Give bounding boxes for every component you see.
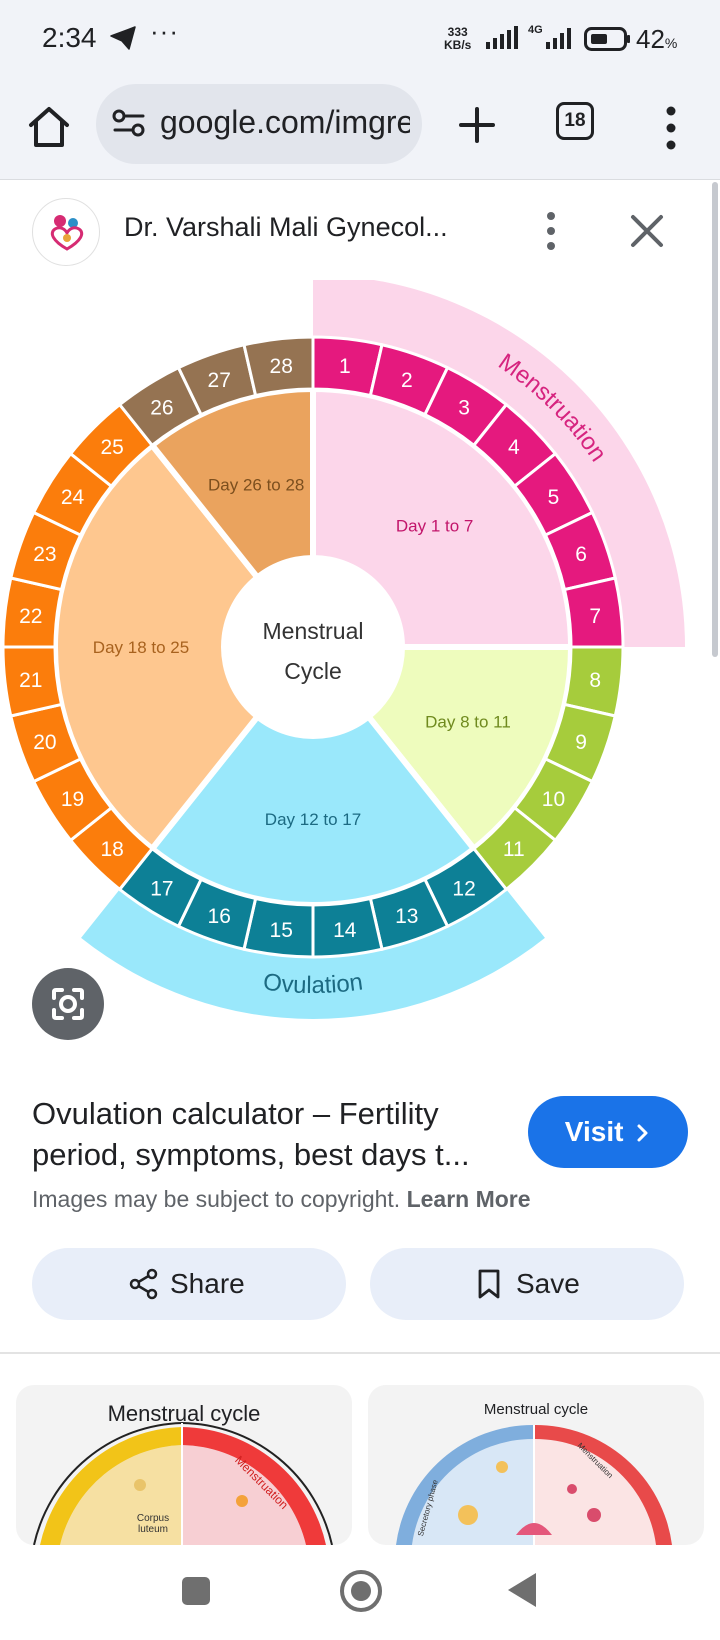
related-image-1[interactable]: Menstrual cycle Menstruation Corpus lute… [16,1385,352,1545]
visit-label: Visit [564,1116,624,1147]
day-label: 26 [150,397,173,420]
day-label: 21 [19,669,42,692]
day-label: 2 [401,369,413,392]
scrollbar[interactable] [712,182,718,657]
source-logo-icon [50,215,84,251]
system-nav-bar [0,1545,720,1640]
chevron-right-icon [637,1124,648,1142]
network-speed: 333 KB/s [444,26,471,52]
share-icon [129,1268,158,1300]
day-label: 1 [339,355,351,378]
tab-switcher-button[interactable]: 18 [556,102,594,140]
address-bar[interactable]: google.com/imgres [96,84,422,164]
signal-icon [486,26,518,49]
day-label: 13 [395,905,418,928]
phase-label: Day 18 to 25 [93,638,189,657]
phase-label: Day 1 to 7 [396,516,474,535]
share-button[interactable]: Share [32,1248,346,1320]
day-label: 22 [19,605,42,628]
phase-label: Day 8 to 11 [425,713,511,732]
source-header: Dr. Varshali Mali Gynecol... [0,182,710,282]
battery-value: 42 [636,24,665,54]
day-label: 19 [61,788,84,811]
source-name[interactable]: Dr. Varshali Mali Gynecol... [124,212,448,242]
learn-more-link[interactable]: Learn More [406,1186,531,1212]
day-label: 14 [333,919,357,942]
lens-button[interactable] [32,968,104,1040]
status-more-dots: ··· [150,16,179,46]
day-label: 18 [101,838,124,861]
more-vert-icon[interactable] [538,210,564,252]
day-label: 11 [503,838,525,861]
save-label: Save [516,1268,580,1299]
related-image-title: Menstrual cycle [483,1401,589,1418]
day-label: 3 [458,397,470,420]
divider [0,1352,720,1354]
network-speed-unit: KB/s [444,38,472,52]
outer-band-label-path: Ovulation [262,969,365,1000]
day-label: 6 [575,543,587,566]
status-bar: 2:34 ··· 333 KB/s 4G 42% [0,0,720,80]
home-nav-button[interactable] [340,1570,382,1612]
save-button[interactable]: Save [370,1248,684,1320]
back-button[interactable] [508,1573,536,1607]
outer-band-label: Ovulation [262,969,365,1000]
day-label: 27 [208,369,231,392]
copyright-text: Images may be subject to copyright. [32,1186,401,1212]
telegram-icon [110,26,136,50]
center-label: Cycle [284,658,342,684]
day-label: 12 [452,877,475,900]
browser-toolbar: google.com/imgres 18 [0,80,720,180]
tune-icon[interactable] [112,108,146,138]
day-label: 24 [61,486,85,509]
status-time: 2:34 [42,22,97,53]
lens-icon [52,988,84,1020]
share-label: Share [170,1268,245,1299]
network-speed-value: 333 [447,25,468,39]
day-label: 9 [575,731,587,754]
day-label: 16 [208,905,231,928]
day-label: 23 [33,543,56,566]
cycle-wheel-chart: MenstrualCycle12345678910111213141516171… [1,275,685,1019]
copyright-notice: Images may be subject to copyright. Lear… [32,1186,531,1213]
visit-button[interactable]: Visit [528,1096,688,1168]
day-label: 28 [270,355,293,378]
related-image-title: Menstrual cycle [107,1401,261,1426]
recent-apps-button[interactable] [182,1577,210,1605]
phase-label: Day 26 to 28 [208,476,304,495]
battery-level: 42% [636,24,677,55]
day-label: 20 [33,731,56,754]
day-label: 7 [589,605,601,628]
day-label: 8 [589,669,601,692]
related-image-secondary: Corpus luteum [136,1513,170,1535]
day-label: 5 [548,486,560,509]
signal-icon-2 [546,28,571,49]
more-vert-icon[interactable] [656,100,686,156]
home-icon[interactable] [26,104,72,150]
center-hub [221,555,405,739]
related-image-2[interactable]: Menstrual cycle Menstruation Secretory p… [368,1385,704,1545]
result-title[interactable]: Ovulation calculator – Fertility period,… [32,1096,470,1172]
battery-icon [584,27,630,51]
center-label: Menstrual [263,618,364,644]
day-label: 17 [150,877,173,900]
day-label: 15 [270,919,293,942]
phase-label: Day 12 to 17 [265,810,361,829]
close-icon[interactable] [628,212,666,250]
url-text[interactable]: google.com/imgres [160,104,410,140]
day-label: 25 [101,436,124,459]
bookmark-icon [478,1269,500,1299]
day-label: 4 [508,436,520,459]
day-segment [242,335,315,398]
related-image-graphic [33,1422,333,1545]
battery-unit: % [664,35,678,51]
plus-icon[interactable] [452,100,502,150]
network-type: 4G [528,24,543,36]
source-avatar[interactable] [32,198,100,266]
day-label: 10 [542,788,565,811]
related-image-graphic [396,1424,672,1545]
